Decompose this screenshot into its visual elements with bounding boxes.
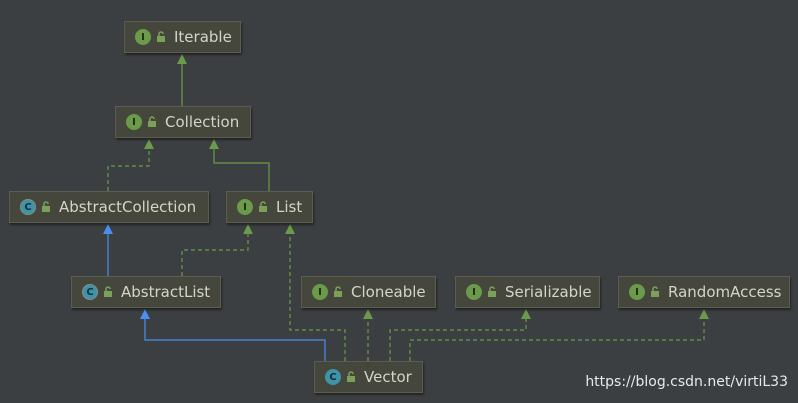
unlock-icon [334,286,342,297]
unlock-icon [651,286,659,297]
node-label: RandomAccess [668,283,782,301]
arrowhead-randomaccess [699,309,709,319]
interface-icon: I [135,29,151,45]
node-label: Serializable [505,283,592,301]
node-label: Collection [165,113,240,131]
class-icon: C [325,369,341,385]
arrowhead-collection [144,139,154,149]
arrowhead-cloneable [363,309,373,319]
interface-icon: I [312,284,328,300]
node-cloneable[interactable]: I Cloneable [301,276,436,308]
interface-icon: I [466,284,482,300]
edge-vector-to-abstractlist [144,317,326,361]
node-label: AbstractList [121,283,211,301]
arrowhead-iterable [177,54,187,64]
unlock-icon [347,371,355,382]
arrowhead-serializable [521,309,531,319]
arrowhead-collection [209,139,219,149]
node-label: Iterable [174,28,232,46]
interface-icon: I [237,199,253,215]
unlock-icon [42,201,50,212]
interface-icon: I [126,114,142,130]
arrowhead-list [243,224,253,234]
node-label: Vector [364,368,412,386]
abstract-class-icon: C [20,199,36,215]
unlock-icon [488,286,496,297]
arrowhead-abstractlist [140,309,150,319]
node-random-access[interactable]: I RandomAccess [618,276,790,308]
edge-list-to-collection [213,147,270,191]
edge-vector-to-list [289,232,346,361]
node-list[interactable]: I List [226,191,313,223]
node-label: List [276,198,303,216]
unlock-icon [259,201,267,212]
node-iterable[interactable]: I Iterable [124,21,241,53]
arrowhead-abstractcollection [103,224,113,234]
interface-icon: I [629,284,645,300]
edge-vector-to-serializable [389,317,527,361]
watermark-url: https://blog.csdn.net/virtiL33 [585,374,788,390]
unlock-icon [157,31,165,42]
abstract-class-icon: C [82,284,98,300]
edge-vector-to-randomaccess [409,317,705,361]
node-serializable[interactable]: I Serializable [455,276,600,308]
edge-abstractlist-to-list [181,232,249,276]
node-label: AbstractCollection [59,198,197,216]
node-collection[interactable]: I Collection [115,106,251,138]
unlock-icon [148,116,156,127]
node-abstract-collection[interactable]: C AbstractCollection [9,191,209,223]
node-abstract-list[interactable]: C AbstractList [71,276,221,308]
node-label: Cloneable [351,283,426,301]
unlock-icon [104,286,112,297]
node-vector[interactable]: C Vector [314,361,423,393]
arrowhead-list [285,224,295,234]
edge-abstractcollection-to-collection [107,147,150,191]
